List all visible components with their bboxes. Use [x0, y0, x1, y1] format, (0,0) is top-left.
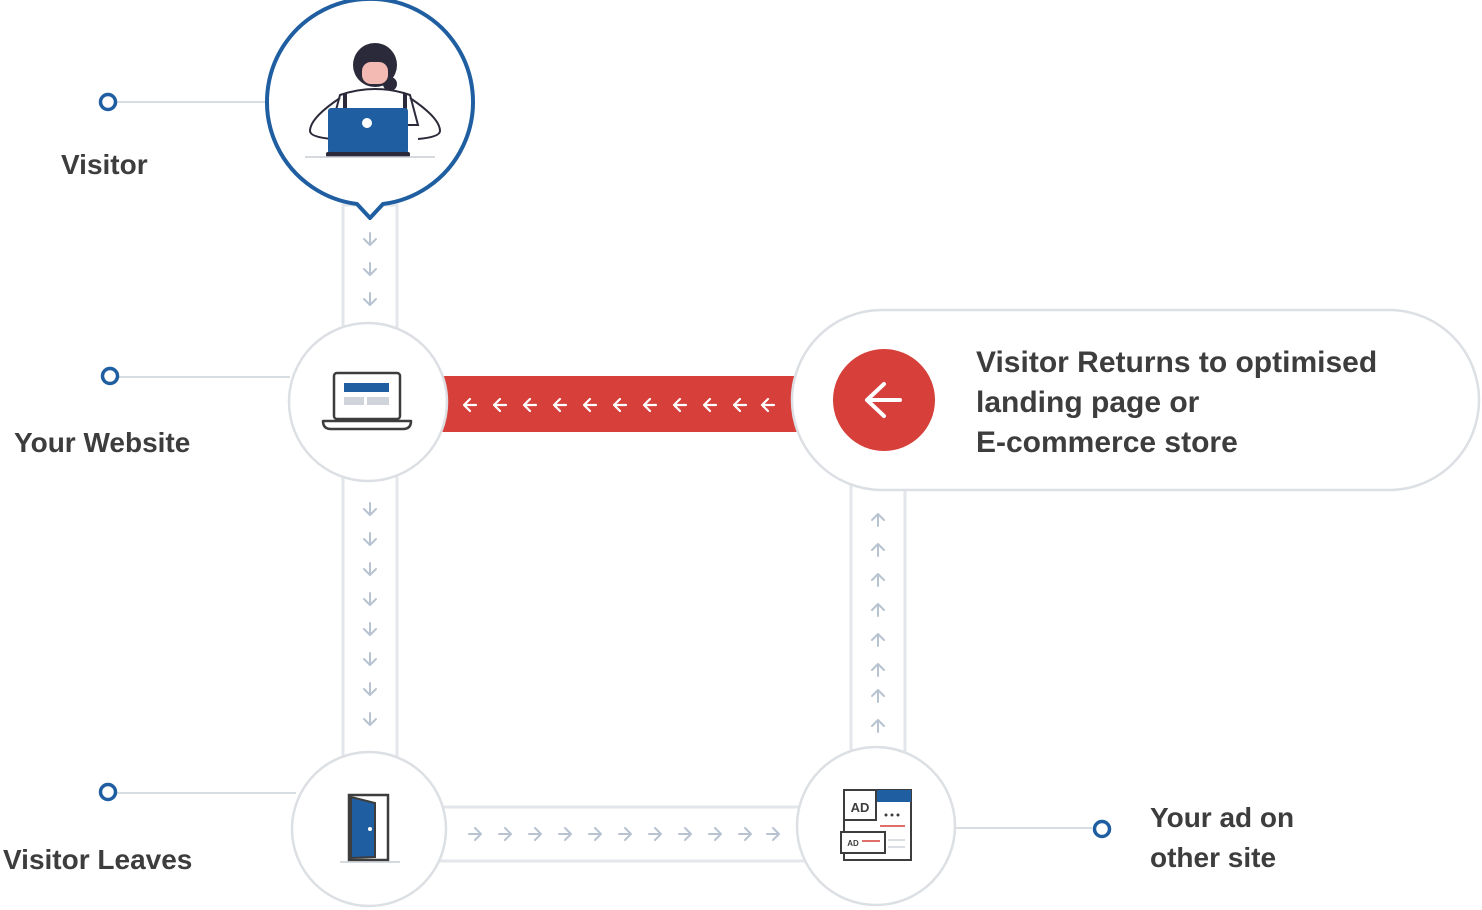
right-arrows-bottom [468, 827, 780, 841]
leader-lines [117, 101, 1092, 829]
dot-visitor [98, 92, 118, 112]
dot-ad [1092, 819, 1112, 839]
track-website-to-leaves [341, 468, 399, 762]
return-message-line-1: Visitor Returns to optimised [976, 346, 1378, 379]
down-arrows-top [363, 232, 377, 306]
down-arrows-middle [363, 502, 377, 726]
label-your-ad: Your ad on other site [1150, 798, 1294, 878]
label-visitor: Visitor [61, 149, 148, 180]
label-your-ad-line-1: Your ad on [1150, 802, 1295, 833]
return-pill [790, 308, 1481, 492]
ad-small-text: AD [847, 839, 859, 848]
laptop-website-icon [321, 371, 413, 431]
up-arrows-right [871, 513, 885, 733]
ad-large-text: AD [851, 800, 870, 815]
leader-dots [98, 92, 1112, 839]
track-ad-to-return [849, 483, 907, 762]
door-icon [340, 793, 400, 863]
dot-website [100, 366, 120, 386]
return-message-line-2: landing page or [976, 386, 1200, 419]
connector-tracks [341, 203, 907, 863]
arrow-left-icon [865, 382, 902, 418]
left-arrows-return [462, 397, 776, 413]
ad-icon: AD AD [840, 789, 912, 861]
label-your-website: Your Website [14, 427, 191, 458]
label-your-ad-line-2: other site [1150, 842, 1277, 873]
dot-leaves [98, 782, 118, 802]
visitor-person-icon [305, 43, 442, 158]
label-visitor-leaves: Visitor Leaves [3, 844, 193, 875]
return-message: Visitor Returns to optimised landing pag… [976, 343, 1377, 463]
return-message-line-3: E-commerce store [976, 426, 1238, 459]
